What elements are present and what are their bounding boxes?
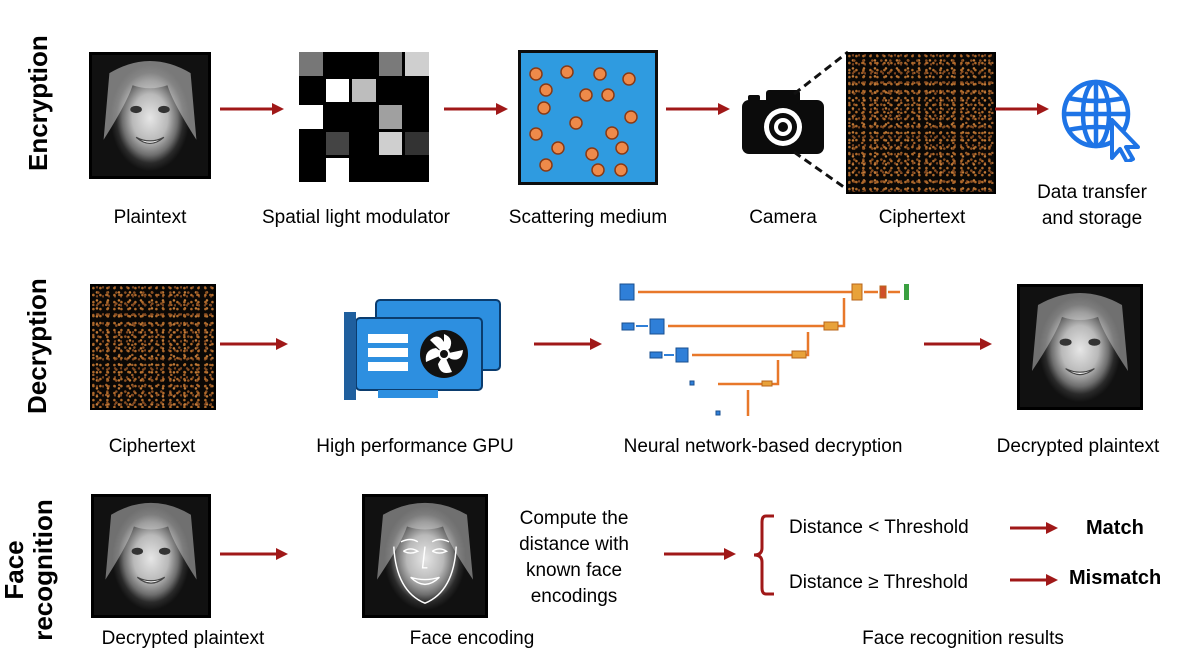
compute-distance-text: Compute the distance with known face enc…	[500, 506, 648, 610]
label-face-encoding: Face encoding	[409, 628, 535, 649]
result-match: Match	[1086, 517, 1144, 539]
label-data-transfer: Data transfer and storage	[1022, 180, 1162, 232]
row-label-face-line1: Face	[0, 540, 29, 600]
globe-cursor-icon	[1061, 79, 1140, 162]
compute-line1: Compute the	[519, 508, 629, 529]
label-slm: Spatial light modulator	[262, 207, 450, 228]
label-camera: Camera	[749, 207, 817, 228]
arrow-to-match	[1010, 522, 1058, 534]
label-recognition-results: Face recognition results	[862, 628, 1064, 649]
face-encoding-image	[362, 494, 488, 618]
arrow-dec-2	[534, 338, 602, 350]
label-data-transfer-line1: Data transfer	[1037, 182, 1147, 203]
condition-less-than: Distance < Threshold	[789, 517, 969, 538]
arrow-to-mismatch	[1010, 574, 1058, 586]
label-neural-decryption: Neural network-based decryption	[623, 436, 903, 457]
compute-line2: distance with	[519, 534, 629, 555]
label-scattering: Scattering medium	[508, 207, 668, 228]
neural-network-diagram	[619, 283, 909, 416]
ciphertext-speckle-image	[846, 52, 996, 194]
arrow-enc-2	[444, 103, 508, 115]
recognition-input-face	[91, 494, 211, 618]
arrow-dec-3	[924, 338, 992, 350]
row-label-encryption: Encryption	[23, 35, 53, 171]
label-ciphertext-dec: Ciphertext	[108, 436, 196, 457]
decrypted-face-image	[1017, 284, 1143, 410]
arrow-enc-3	[666, 103, 730, 115]
row-label-face-recognition: Face recognition	[0, 480, 60, 660]
arrow-rec-1	[220, 548, 288, 560]
label-plaintext: Plaintext	[113, 207, 187, 228]
condition-greater-equal: Distance ≥ Threshold	[789, 572, 969, 593]
decision-brace	[753, 514, 774, 596]
arrow-rec-2	[664, 548, 736, 560]
row-label-face-line2: recognition	[28, 499, 58, 641]
result-mismatch: Mismatch	[1069, 567, 1162, 589]
plaintext-face-image	[89, 52, 211, 179]
gpu-card-icon	[344, 299, 501, 400]
scattering-medium	[518, 50, 658, 185]
compute-line4: encodings	[530, 586, 618, 607]
label-data-transfer-line2: and storage	[1041, 208, 1143, 229]
camera-projection-lines	[793, 50, 849, 192]
label-decrypted-plaintext-rec: Decrypted plaintext	[101, 628, 265, 649]
spatial-light-modulator-grid	[299, 52, 429, 182]
label-gpu: High performance GPU	[316, 436, 514, 457]
compute-line3: known face	[525, 560, 623, 581]
arrow-dec-1	[220, 338, 288, 350]
camera-icon	[742, 90, 824, 154]
label-ciphertext-enc: Ciphertext	[878, 207, 966, 228]
row-label-decryption: Decryption	[22, 278, 52, 414]
ciphertext-input-image	[90, 284, 216, 410]
label-decrypted-plaintext-dec: Decrypted plaintext	[996, 436, 1160, 457]
arrow-enc-1	[220, 103, 284, 115]
arrow-enc-4	[995, 103, 1049, 115]
